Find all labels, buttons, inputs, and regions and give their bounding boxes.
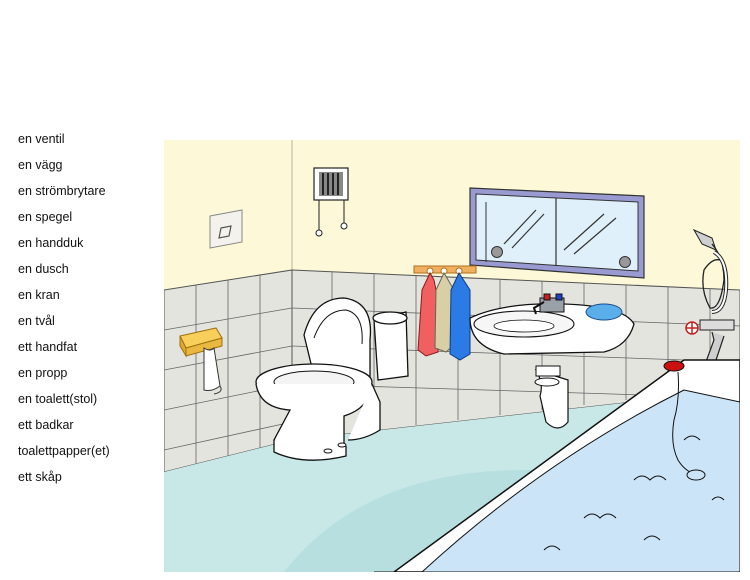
word-toilet-paper: toalettpapper(et) bbox=[18, 444, 110, 458]
bathroom-illustration bbox=[164, 140, 740, 572]
word-tap: en kran bbox=[18, 288, 60, 302]
word-bathtub: ett badkar bbox=[18, 418, 74, 432]
word-shower: en dusch bbox=[18, 262, 69, 276]
word-plug: en propp bbox=[18, 366, 68, 380]
light-switch bbox=[209, 209, 243, 249]
bathtub bbox=[374, 359, 740, 572]
toilet bbox=[255, 297, 409, 461]
word-wall: en vägg bbox=[18, 158, 63, 172]
plug bbox=[663, 360, 706, 481]
toilet-paper bbox=[179, 327, 223, 395]
tap bbox=[532, 293, 565, 315]
word-mirror: en spegel bbox=[18, 210, 73, 224]
soap bbox=[585, 303, 623, 321]
word-vent: en ventil bbox=[18, 132, 65, 146]
word-towel: en handduk bbox=[18, 236, 84, 250]
vent bbox=[313, 167, 349, 237]
word-toilet: en toalett(stol) bbox=[18, 392, 98, 406]
vocabulary-list: en ventil en vägg en strömbrytare en spe… bbox=[18, 126, 110, 490]
towels bbox=[413, 265, 477, 361]
word-soap: en tvål bbox=[18, 314, 55, 328]
word-light-switch: en strömbrytare bbox=[18, 184, 106, 198]
word-cabinet: ett skåp bbox=[18, 470, 62, 484]
mirror-cabinet bbox=[469, 187, 645, 279]
word-sink: ett handfat bbox=[18, 340, 78, 354]
